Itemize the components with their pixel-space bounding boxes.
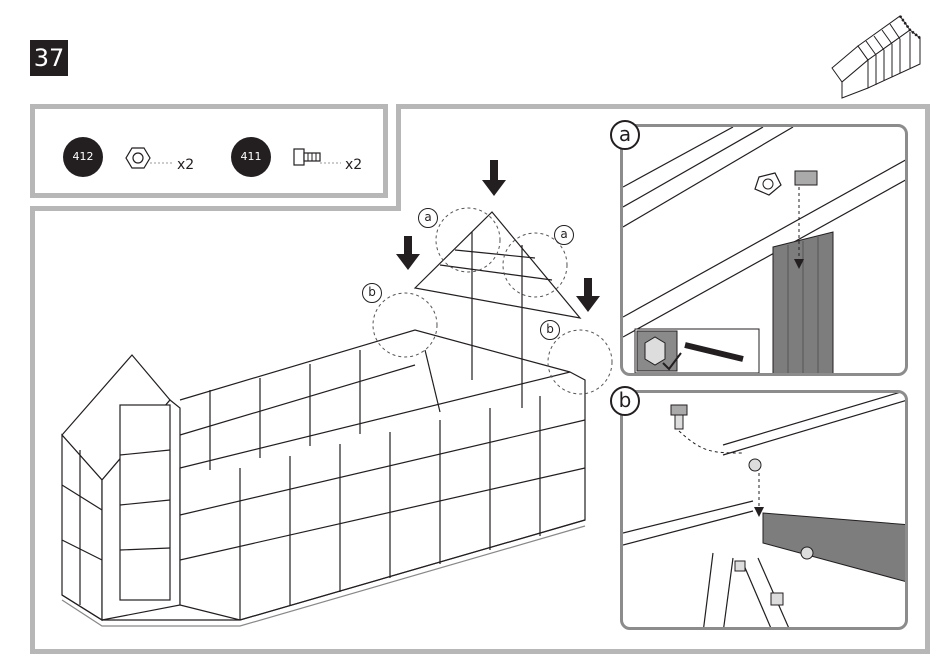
greenhouse-illustration (40, 150, 660, 610)
callout-b-left: b (362, 283, 382, 303)
detail-a-illustration (623, 127, 908, 376)
detail-panel-b (620, 390, 908, 630)
greenhouse-thumbnail-icon (828, 8, 928, 100)
step-number: 37 (30, 40, 68, 76)
callout-a-left: a (418, 208, 438, 228)
detail-a-label: a (610, 120, 640, 150)
detail-b-label: b (610, 386, 640, 416)
callout-a-right: a (554, 225, 574, 245)
callout-b-right: b (540, 320, 560, 340)
detail-b-illustration (623, 393, 908, 630)
detail-panel-a (620, 124, 908, 376)
